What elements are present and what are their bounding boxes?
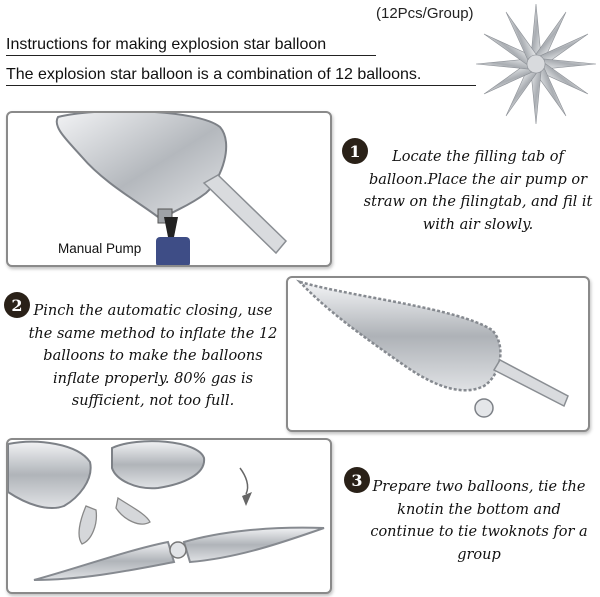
step-1-number: 1: [342, 138, 368, 164]
step-1-text: Locate the filling tab of balloon.Place …: [363, 149, 593, 233]
star-balloon-image: [475, 3, 597, 125]
inflated-spike-balloon-image: [296, 279, 569, 418]
step-3-number: 3: [344, 467, 370, 493]
step-3-image-panel: [6, 438, 332, 594]
step-3-text: Prepare two balloons, tie the knotin the…: [370, 479, 588, 563]
balloon-pump-image: [55, 113, 288, 265]
step-1-image-panel: Manual Pump: [6, 111, 332, 267]
group-note: (12Pcs/Group): [376, 5, 474, 22]
page-subtitle: The explosion star balloon is a combinat…: [6, 66, 476, 86]
page-title: Instructions for making explosion star b…: [6, 36, 376, 56]
tied-balloons-image: [8, 440, 325, 581]
step-2-text: Pinch the automatic closing, use the sam…: [28, 303, 278, 409]
pump-label: Manual Pump: [58, 241, 142, 256]
step-2-number: 2: [4, 292, 30, 318]
step-2-image-panel: [286, 276, 590, 432]
